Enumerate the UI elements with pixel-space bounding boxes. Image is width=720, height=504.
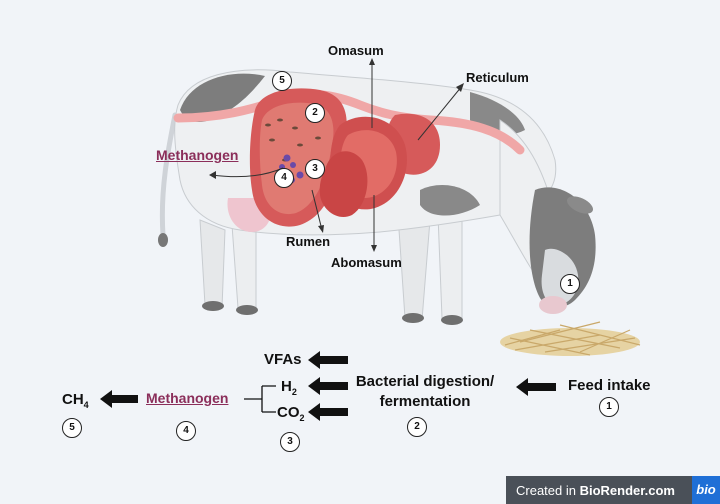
arrow-to-co2 bbox=[308, 403, 348, 421]
cow-front-leg bbox=[397, 214, 431, 321]
h2-text: H bbox=[281, 378, 292, 395]
rumen-label: Rumen bbox=[286, 234, 331, 249]
cow-spot-3 bbox=[420, 185, 480, 216]
co2-label: CO2 bbox=[277, 404, 305, 423]
h2-label: H2 bbox=[281, 378, 297, 397]
ch4-label: CH4 bbox=[62, 391, 89, 410]
step-5-badge-cow: 5 bbox=[272, 71, 292, 91]
reticulum-pointer bbox=[417, 85, 463, 141]
abomasum-label: Abomasum bbox=[331, 255, 402, 270]
hay-pile bbox=[500, 321, 641, 356]
omasum-label: Omasum bbox=[328, 43, 384, 58]
cow-muzzle bbox=[539, 296, 567, 314]
biorender-logo-icon: bio bbox=[692, 476, 720, 504]
feed-intake-label: Feed intake bbox=[568, 377, 651, 394]
bacterial-line-1: Bacterial digestion/ bbox=[355, 373, 495, 390]
co2-subscript: 2 bbox=[299, 413, 305, 423]
esophagus bbox=[173, 90, 525, 155]
watermark-created: Created in bbox=[516, 482, 580, 498]
biorender-watermark[interactable]: Created in BioRender.com bio bbox=[506, 476, 720, 504]
arrow-feed-to-bacterial bbox=[516, 378, 556, 396]
step-3-badge-cow: 3 bbox=[305, 159, 325, 179]
methanogen-top-label: Methanogen bbox=[156, 147, 239, 163]
bracket bbox=[244, 385, 276, 413]
watermark-brand: BioRender.com bbox=[579, 482, 675, 498]
reticulum-label: Reticulum bbox=[466, 70, 529, 85]
step-5-badge-flow: 5 bbox=[62, 418, 82, 438]
cow-ear bbox=[566, 196, 594, 214]
ch4-text: CH bbox=[62, 391, 84, 408]
cow-back-leg bbox=[199, 219, 226, 309]
abomasum-organ bbox=[319, 151, 368, 218]
cow-spot bbox=[180, 73, 265, 122]
bacterial-line-2: fermentation bbox=[379, 393, 471, 410]
step-4-badge-cow: 4 bbox=[274, 168, 294, 188]
arrow-to-ch4 bbox=[100, 390, 138, 408]
arrow-to-h2 bbox=[308, 377, 348, 395]
step-3-badge-flow: 3 bbox=[280, 432, 300, 452]
step-2-badge-flow: 2 bbox=[407, 417, 427, 437]
vfas-label: VFAs bbox=[264, 351, 302, 368]
step-1-badge-cow: 1 bbox=[560, 274, 580, 294]
step-4-badge-flow: 4 bbox=[176, 421, 196, 441]
step-2-badge-cow: 2 bbox=[305, 103, 325, 123]
cow-tail-tip bbox=[158, 233, 168, 247]
h2-subscript: 2 bbox=[291, 387, 297, 397]
rumen-particles bbox=[265, 116, 321, 162]
arrow-to-vfas bbox=[308, 351, 348, 369]
bacterial-digestion-label: Bacterial digestion/ fermentation bbox=[350, 372, 500, 412]
ch4-subscript: 4 bbox=[83, 400, 89, 410]
cow-tail bbox=[159, 112, 178, 238]
cow-front-leg-2 bbox=[437, 214, 463, 321]
watermark-text: Created in BioRender.com bbox=[506, 483, 675, 498]
cow-back-leg-2 bbox=[231, 224, 257, 311]
rumen-pointer bbox=[311, 189, 323, 231]
co2-text: CO bbox=[277, 404, 300, 421]
methanogen-flow-label: Methanogen bbox=[146, 390, 229, 406]
step-1-badge-flow: 1 bbox=[599, 397, 619, 417]
